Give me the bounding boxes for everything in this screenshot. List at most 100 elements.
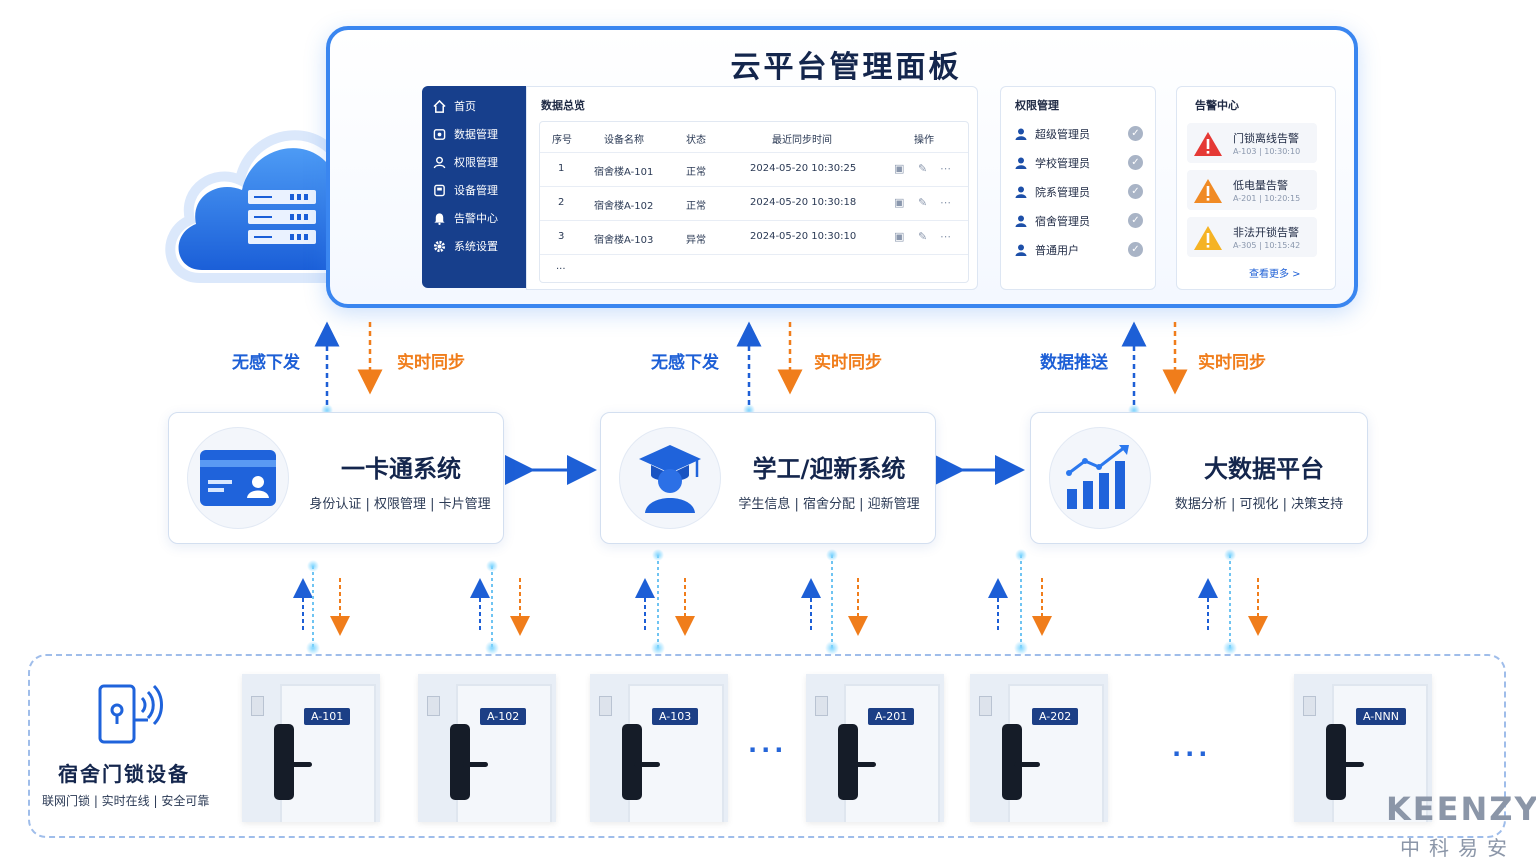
lock-icon [1326, 724, 1346, 800]
sidebar-item-permissions[interactable]: 权限管理 [432, 152, 498, 172]
device-name: 宿舍楼A-103 [594, 235, 654, 246]
role-item[interactable]: 院系管理员 ✓ [1015, 183, 1143, 201]
system-subtitle: 数据分析 | 可视化 | 决策支持 [1174, 497, 1344, 512]
sidebar-item-alerts[interactable]: 告警中心 [432, 208, 498, 228]
alert-center-card: 告警中心 门锁离线告警 A-103 | 10:30:10 低电量告警 A-201… [1176, 86, 1336, 290]
smart-lock-icon [98, 684, 163, 744]
sidebar-item-devices[interactable]: 设备管理 [432, 180, 498, 200]
more-icon[interactable]: ⋯ [940, 230, 951, 243]
system-title: 大数据平台 [1204, 455, 1324, 483]
role-label: 学校管理员 [1035, 157, 1090, 170]
reader-icon [1303, 696, 1316, 716]
role-item[interactable]: 普通用户 ✓ [1015, 241, 1143, 259]
sync-time: 2024-05-20 10:30:10 [750, 231, 857, 242]
more-icon[interactable]: ⋯ [940, 162, 951, 175]
role-label: 超级管理员 [1035, 128, 1090, 141]
device-name: 宿舍楼A-102 [594, 201, 654, 212]
user-icon [432, 155, 446, 169]
door-number: A-202 [1032, 708, 1079, 725]
bell-icon [432, 211, 446, 225]
id-card-icon [200, 450, 276, 506]
table-row[interactable]: 1 宿舍楼A-101 正常 2024-05-20 10:30:25 ▣ ✎ ⋯ [540, 152, 968, 187]
table-row[interactable]: 3 宿舍楼A-103 异常 2024-05-20 10:30:10 ▣ ✎ ⋯ [540, 220, 968, 255]
view-icon[interactable]: ▣ [894, 230, 905, 243]
device-status: 正常 [686, 167, 706, 178]
role-item[interactable]: 超级管理员 ✓ [1015, 125, 1143, 143]
alert-title: 低电量告警 [1233, 179, 1288, 192]
alert-center-title: 告警中心 [1195, 99, 1239, 112]
alert-item[interactable]: 非法开锁告警 A-305 | 10:15:42 [1187, 217, 1317, 257]
view-icon[interactable]: ▣ [894, 196, 905, 209]
table-row[interactable]: 2 宿舍楼A-102 正常 2024-05-20 10:30:18 ▣ ✎ ⋯ [540, 186, 968, 221]
sidebar: 首页 数据管理 权限管理 设备管理 告警中心 系统设置 [422, 86, 526, 288]
door-lock-device[interactable]: A-202 [970, 674, 1108, 822]
system-title: 一卡通系统 [341, 455, 461, 483]
more-doors-ellipsis: ... [1172, 734, 1212, 762]
user-icon [1015, 128, 1027, 140]
home-icon [432, 99, 446, 113]
brand-logo-en: KEENZY [1386, 790, 1536, 828]
user-icon [1015, 157, 1027, 169]
warning-icon [1194, 226, 1222, 250]
check-icon: ✓ [1128, 184, 1143, 199]
icon-circle [1049, 427, 1151, 529]
door-lock-device[interactable]: A-102 [418, 674, 556, 822]
door-lock-device[interactable]: A-NNN [1294, 674, 1432, 822]
sidebar-item-label: 权限管理 [454, 156, 498, 169]
more-icon[interactable]: ⋯ [940, 196, 951, 209]
device-status: 异常 [686, 235, 706, 246]
door-frame [844, 684, 940, 822]
door-lock-device[interactable]: A-201 [806, 674, 944, 822]
alert-meta: A-201 | 10:20:15 [1233, 194, 1301, 203]
lock-icon [450, 724, 470, 800]
edit-icon[interactable]: ✎ [918, 196, 928, 209]
system-card-big-data[interactable]: 大数据平台 数据分析 | 可视化 | 决策支持 [1030, 412, 1368, 544]
door-lock-device[interactable]: A-103 [590, 674, 728, 822]
edit-icon[interactable]: ✎ [918, 162, 928, 175]
warning-icon [1194, 179, 1222, 203]
door-frame [1008, 684, 1104, 822]
edit-icon[interactable]: ✎ [918, 230, 928, 243]
sync-time: 2024-05-20 10:30:25 [750, 163, 857, 174]
sidebar-item-label: 设备管理 [454, 184, 498, 197]
alert-item[interactable]: 门锁离线告警 A-103 | 10:30:10 [1187, 123, 1317, 163]
role-item[interactable]: 学校管理员 ✓ [1015, 154, 1143, 172]
more-doors-ellipsis: ... [748, 730, 788, 758]
row-index: 3 [558, 231, 565, 242]
permission-card: 权限管理 超级管理员 ✓ 学校管理员 ✓ 院系管理员 ✓ 宿舍管理员 ✓ 普通用… [1000, 86, 1156, 290]
role-item[interactable]: 宿舍管理员 ✓ [1015, 212, 1143, 230]
device-area-subtitle: 联网门锁 | 实时在线 | 安全可靠 [42, 794, 210, 808]
door-lock-device[interactable]: A-101 [242, 674, 380, 822]
door-frame [456, 684, 552, 822]
view-more-link[interactable]: 查看更多 > [1249, 269, 1301, 280]
flow-label-push: 数据推送 [1040, 353, 1108, 373]
graduate-icon [639, 445, 701, 513]
sidebar-item-label: 告警中心 [454, 212, 498, 225]
flow-label-issue: 无感下发 [232, 353, 300, 373]
column-header: 最近同步时间 [772, 135, 832, 146]
lock-icon [838, 724, 858, 800]
sidebar-item-settings[interactable]: 系统设置 [432, 236, 498, 256]
sidebar-item-data[interactable]: 数据管理 [432, 124, 498, 144]
database-icon [432, 127, 446, 141]
door-frame [628, 684, 724, 822]
system-subtitle: 身份认证 | 权限管理 | 卡片管理 [309, 497, 491, 512]
door-number: A-102 [480, 708, 527, 725]
sync-time: 2024-05-20 10:30:18 [750, 197, 857, 208]
data-overview-card: 数据总览 序号 设备名称 状态 最近同步时间 操作 1 宿舍楼A-101 正常 … [526, 86, 978, 290]
system-card-student-affairs[interactable]: 学工/迎新系统 学生信息 | 宿舍分配 | 迎新管理 [600, 412, 936, 544]
door-number: A-103 [652, 708, 699, 725]
alert-meta: A-103 | 10:30:10 [1233, 147, 1301, 156]
lock-icon [1002, 724, 1022, 800]
view-icon[interactable]: ▣ [894, 162, 905, 175]
handle-icon [850, 762, 876, 767]
device-name: 宿舍楼A-101 [594, 167, 654, 178]
door-number: A-101 [304, 708, 351, 725]
system-card-campus-card[interactable]: 一卡通系统 身份认证 | 权限管理 | 卡片管理 [168, 412, 504, 544]
sidebar-item-home[interactable]: 首页 [432, 96, 476, 116]
alert-item[interactable]: 低电量告警 A-201 | 10:20:15 [1187, 170, 1317, 210]
user-icon [1015, 244, 1027, 256]
lock-icon [622, 724, 642, 800]
door-frame [280, 684, 376, 822]
device-status: 正常 [686, 201, 706, 212]
